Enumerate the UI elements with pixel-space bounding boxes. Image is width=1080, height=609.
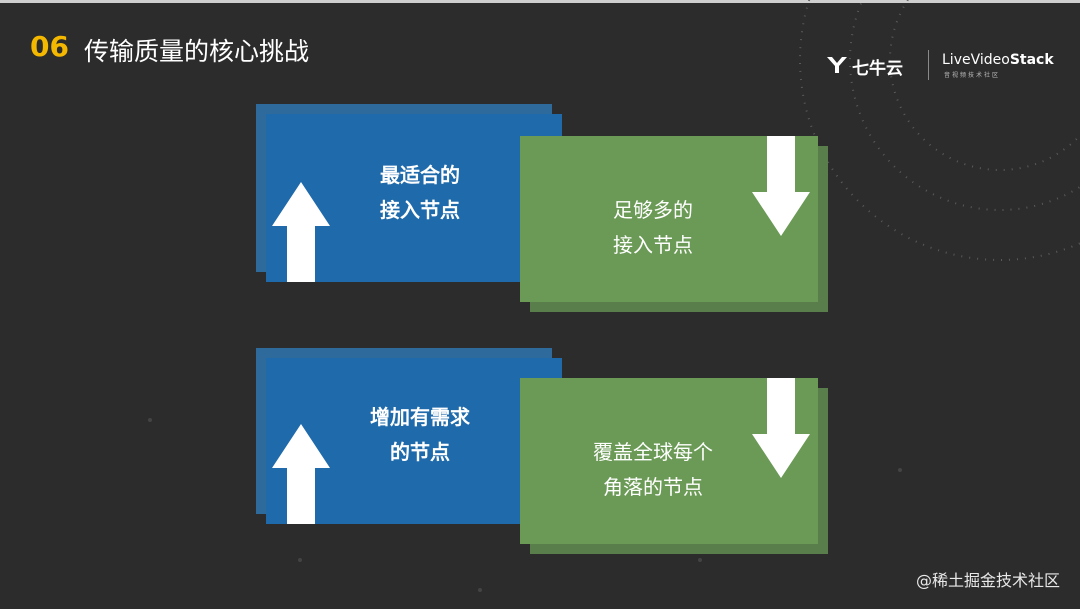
arrow-down-icon bbox=[752, 136, 810, 236]
arrow-up-icon bbox=[272, 182, 330, 282]
blue-card-1-label: 最适合的 接入节点 bbox=[380, 163, 460, 222]
qiniu-logo-icon bbox=[827, 57, 847, 73]
watermark: @稀土掘金技术社区 bbox=[915, 571, 1060, 590]
livevideostack-subtitle: 音视频技术社区 bbox=[944, 72, 1001, 79]
top-border bbox=[0, 0, 1080, 3]
green-card-1-label: 足够多的 接入节点 bbox=[613, 198, 693, 257]
lvs-mid: Video bbox=[970, 52, 1010, 68]
arrow-up-icon bbox=[272, 424, 330, 524]
blue-card-1 bbox=[266, 114, 562, 282]
section-number: 06 bbox=[30, 30, 69, 63]
qiniu-logo-text: 七牛云 bbox=[852, 59, 903, 79]
logo-divider bbox=[928, 50, 929, 80]
green-card-2-label: 覆盖全球每个 角落的节点 bbox=[593, 440, 713, 499]
lvs-suffix: Stack bbox=[1009, 52, 1054, 68]
blue-card-2-label: 增加有需求 的节点 bbox=[370, 405, 470, 464]
logo-group: 七牛云 LiveVideoStack 音视频技术社区 bbox=[826, 50, 1058, 82]
lvs-prefix: Live bbox=[942, 52, 971, 68]
page-title: 传输质量的核心挑战 bbox=[84, 37, 310, 66]
arrow-down-icon bbox=[752, 378, 810, 478]
blue-card-2 bbox=[266, 358, 562, 524]
livevideostack-logo: LiveVideoStack bbox=[942, 52, 1054, 68]
